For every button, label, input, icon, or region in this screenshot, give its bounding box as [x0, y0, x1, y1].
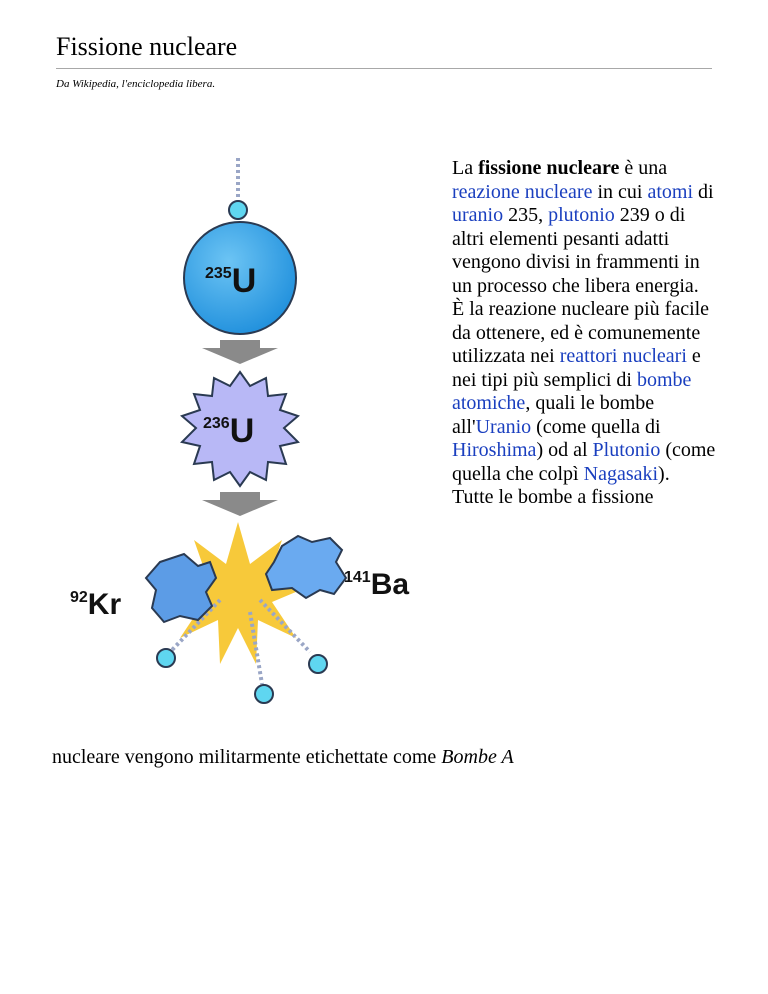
- u235-mass: 235: [205, 265, 232, 282]
- fission-diagram: 235U 236U 92Kr 141Ba: [70, 158, 409, 704]
- arrow-down-icon: [202, 492, 278, 516]
- kr-mass: 92: [70, 589, 88, 606]
- text-span: 239 o di altri elementi pesanti adatti v…: [452, 204, 700, 297]
- outgoing-neutron: [156, 648, 176, 668]
- text-span: in cui: [592, 180, 648, 203]
- outgoing-neutron-trail: [248, 611, 264, 685]
- u235-symbol: U: [232, 262, 257, 300]
- kr-label: 92Kr: [70, 588, 121, 621]
- bold-term: fissione nucleare: [478, 157, 620, 179]
- text-span: nucleare vengono militarmente etichettat…: [52, 746, 442, 768]
- article-last-line: nucleare vengono militarmente etichettat…: [52, 746, 514, 770]
- u236-symbol: U: [230, 412, 255, 450]
- text-span: (come quella di: [531, 415, 661, 438]
- link-atomi[interactable]: atomi: [647, 180, 693, 203]
- link-nagasaki[interactable]: Nagasaki: [583, 462, 659, 485]
- text-span: ).: [658, 462, 670, 485]
- text-span: di: [693, 180, 714, 203]
- text-span: (come quella che colpì: [452, 439, 716, 485]
- link-uranio-bomba[interactable]: Uranio: [475, 415, 532, 438]
- link-hiroshima[interactable]: Hiroshima: [452, 439, 537, 461]
- text-span: 235,: [503, 204, 549, 226]
- title-divider: [56, 68, 712, 69]
- text-span: È la reazione nucleare più facile da ott…: [452, 298, 710, 367]
- page-title: Fissione nucleare: [56, 32, 238, 61]
- outgoing-neutron: [308, 654, 328, 674]
- kr-symbol: Kr: [88, 588, 122, 621]
- link-uranio[interactable]: uranio: [452, 204, 504, 226]
- page-subtitle: Da Wikipedia, l'enciclopedia libera.: [56, 78, 216, 90]
- link-bombe-atomiche[interactable]: bombe atomiche: [452, 368, 692, 415]
- text-span: è una: [619, 157, 668, 179]
- italic-term: Bombe A: [441, 746, 514, 768]
- text-span: ) od al: [536, 439, 593, 461]
- link-plutonio-bomba[interactable]: Plutonio: [592, 439, 661, 461]
- outgoing-neutron: [254, 684, 274, 704]
- arrow-down-icon: [202, 340, 278, 364]
- u236-label: 236U: [203, 412, 254, 450]
- article-text: La fissione nucleare è una reazione nucl…: [452, 157, 720, 510]
- u235-nucleus: [183, 221, 297, 335]
- link-reattori-nucleari[interactable]: reattori nucleari: [559, 345, 687, 367]
- u236-mass: 236: [203, 415, 230, 432]
- text-span: Tutte le bombe a fissione: [452, 486, 654, 508]
- text-span: La: [452, 157, 479, 179]
- u236-nucleus: [180, 370, 300, 488]
- fission-burst: [166, 522, 310, 664]
- ba-symbol: Ba: [371, 568, 410, 601]
- link-reazione-nucleare[interactable]: reazione nucleare: [452, 180, 593, 203]
- krypton-fragment: [144, 552, 218, 624]
- text-span: , quali le bombe all': [452, 392, 655, 438]
- u235-label: 235U: [205, 262, 256, 300]
- outgoing-neutron-trail: [258, 598, 312, 654]
- incoming-neutron: [228, 200, 248, 220]
- text-span: e nei tipi più semplici di: [452, 345, 701, 391]
- ba-mass: 141: [344, 569, 371, 586]
- link-plutonio[interactable]: plutonio: [548, 204, 615, 226]
- barium-fragment: [264, 534, 348, 600]
- ba-label: 141Ba: [344, 568, 409, 601]
